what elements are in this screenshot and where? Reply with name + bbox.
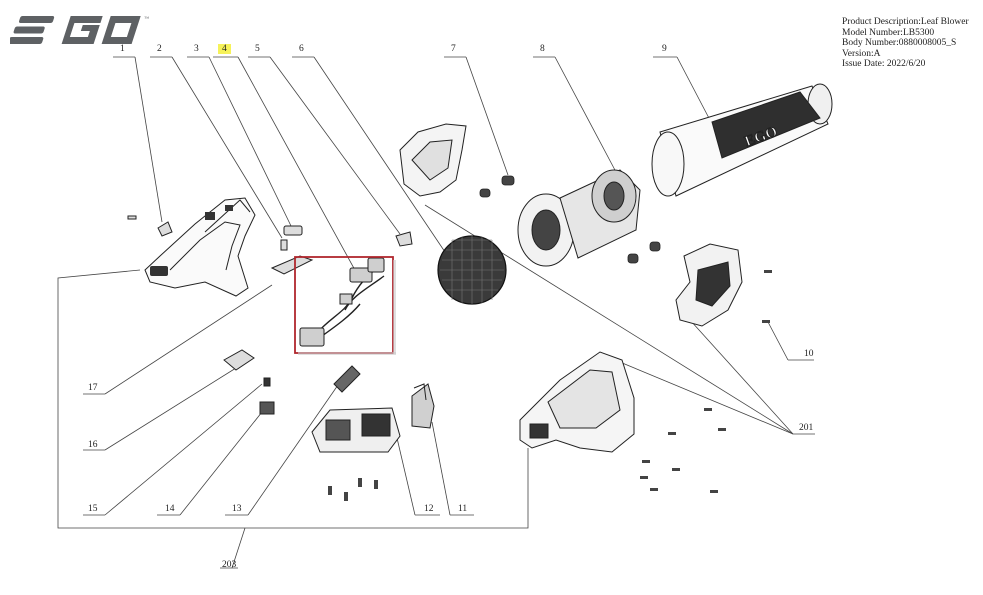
model-number: Model Number:LB5300 bbox=[842, 27, 935, 38]
callout-13: 13 bbox=[232, 504, 242, 514]
callout-1: 1 bbox=[120, 44, 125, 54]
product-info: Product Description:Leaf Blower Model Nu… bbox=[842, 17, 969, 70]
callout-17: 17 bbox=[88, 383, 98, 393]
callout-7: 7 bbox=[451, 44, 456, 54]
callout-14: 14 bbox=[165, 504, 175, 514]
callout-11: 11 bbox=[458, 504, 468, 514]
svg-text:™: ™ bbox=[144, 16, 149, 22]
callout-203: 203 bbox=[222, 560, 237, 570]
callout-6: 6 bbox=[299, 44, 304, 54]
callout-8: 8 bbox=[540, 44, 545, 54]
callout-5: 5 bbox=[255, 44, 260, 54]
callout-16: 16 bbox=[88, 440, 98, 450]
callout-3: 3 bbox=[194, 44, 199, 54]
callout-10: 10 bbox=[804, 349, 814, 359]
issue-date: Issue Date: 2022/6/20 bbox=[842, 59, 926, 70]
callout-201: 201 bbox=[799, 423, 814, 433]
callout-9: 9 bbox=[662, 44, 667, 54]
version: Version:A bbox=[842, 48, 881, 59]
body-number: Body Number:0880008005_S bbox=[842, 38, 957, 49]
callout-12: 12 bbox=[424, 504, 434, 514]
ego-logo: ™ bbox=[10, 16, 149, 44]
callout-2: 2 bbox=[157, 44, 162, 54]
callout-15: 15 bbox=[88, 504, 98, 514]
callout-4-highlighted: 4 bbox=[218, 44, 231, 54]
product-description: Product Description:Leaf Blower bbox=[842, 17, 969, 27]
